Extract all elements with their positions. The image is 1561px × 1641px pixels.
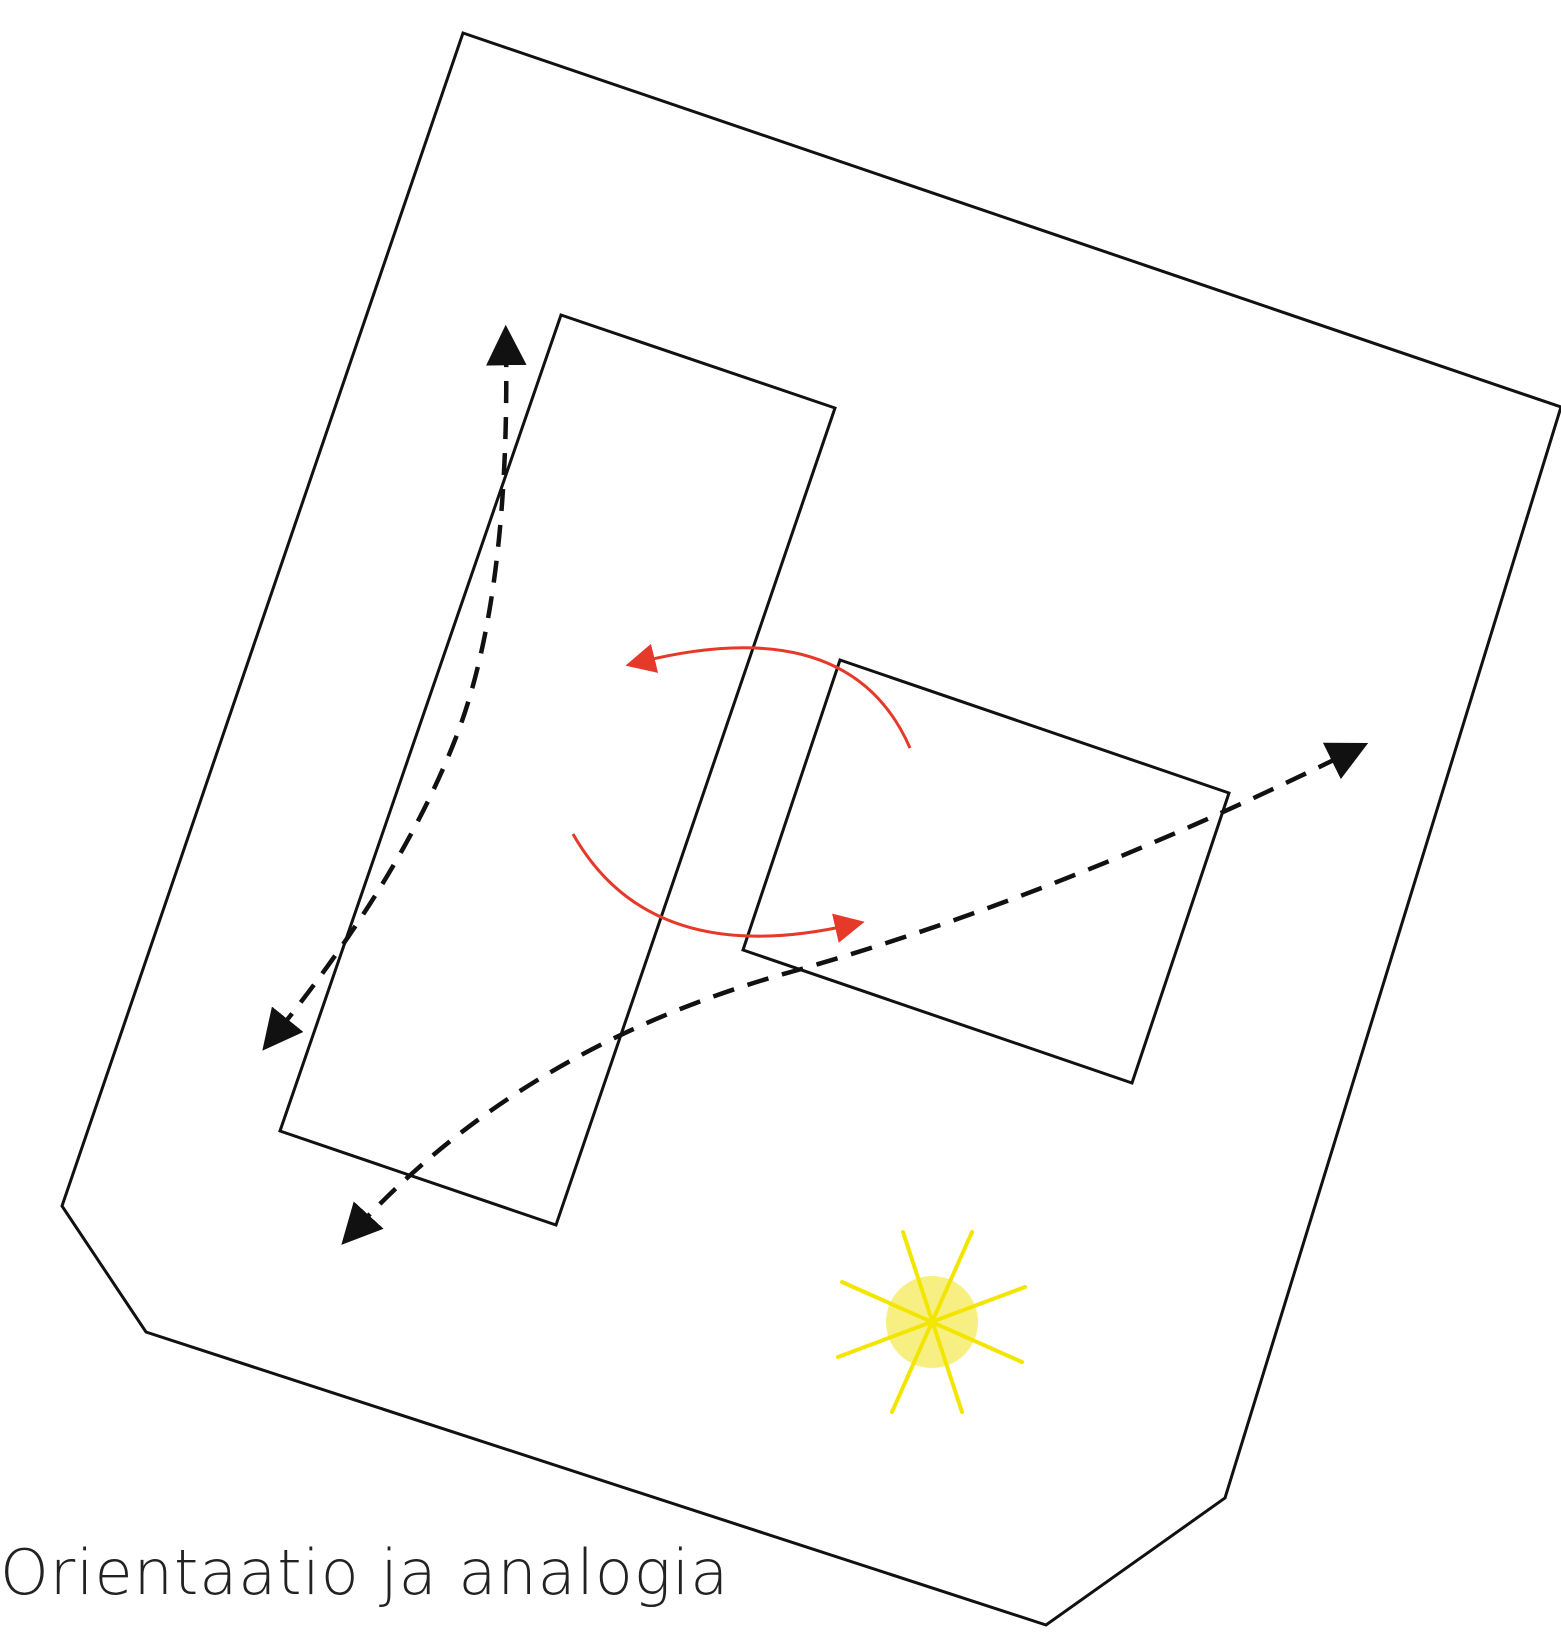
site-boundary	[60, 31, 1561, 1627]
orientation-line-diagonal	[341, 742, 1369, 1245]
sun-ray	[840, 1280, 1024, 1364]
building-volume-long	[278, 313, 837, 1227]
rotation-arrow-icon	[571, 643, 912, 943]
orientation-line-north-south	[262, 324, 527, 1051]
diagram-caption: Orientaatio ja analogia	[0, 1536, 730, 1609]
rotation-arrow-lower	[571, 833, 865, 943]
rotation-arrow-upper	[625, 643, 912, 749]
sun-icon	[836, 1230, 1027, 1414]
building-volume-small	[741, 658, 1231, 1085]
